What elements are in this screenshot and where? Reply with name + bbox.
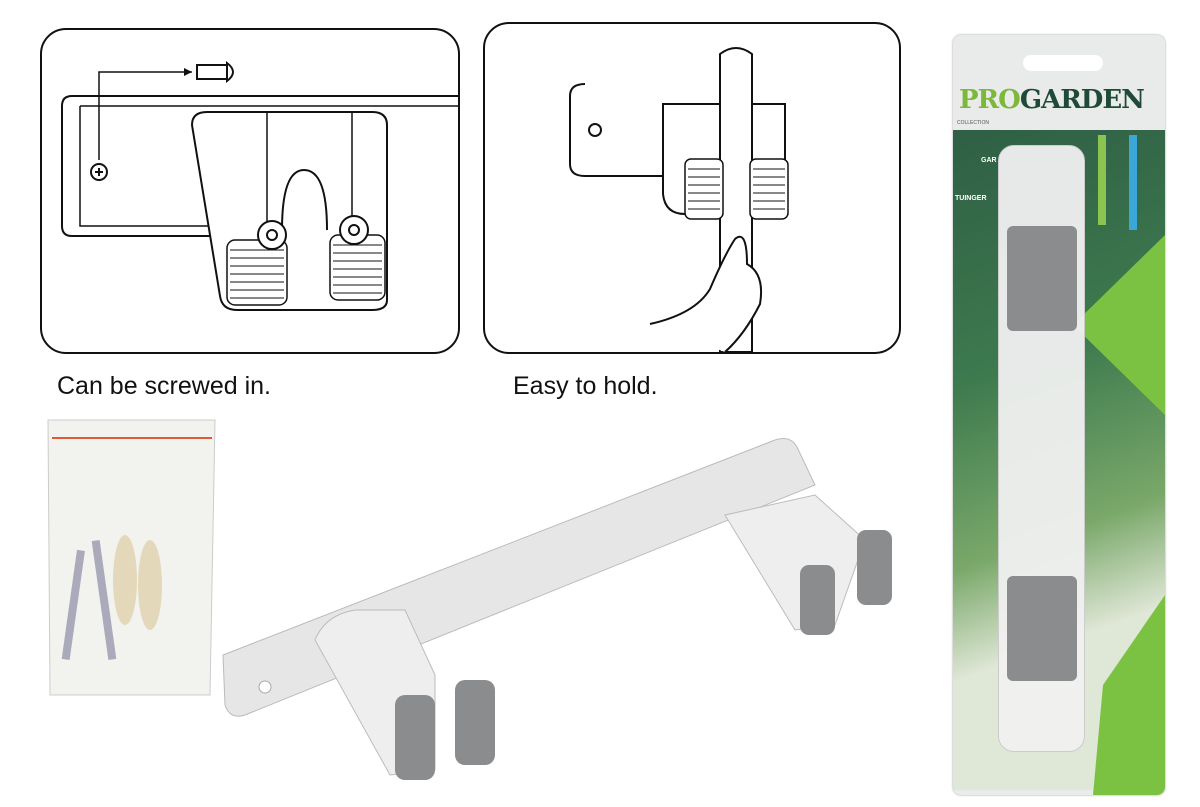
packaging-art [1073, 135, 1165, 795]
packaging-text-1: GAR [981, 157, 997, 164]
screw-bag [47, 419, 216, 696]
hold-drawing [569, 47, 789, 352]
caption-screw: Can be screwed in. [57, 372, 272, 400]
collection-label: COLLECTION [957, 120, 989, 126]
caption-hold: Easy to hold. [513, 372, 658, 400]
screw-drawing [61, 60, 458, 311]
brand-pro: PRO [959, 85, 1021, 115]
illustration-screw [40, 28, 460, 354]
brand-logo: PROGARDEN [959, 85, 1145, 115]
packaging-text-2: TUINGER [955, 195, 987, 202]
retail-packaging: PROGARDEN COLLECTION GAR TUINGER [953, 35, 1165, 795]
illustration-hold [483, 22, 901, 354]
wall-rail-product [222, 438, 892, 780]
brand-garden: GARDEN [1019, 85, 1145, 115]
packaged-rail [998, 145, 1085, 752]
